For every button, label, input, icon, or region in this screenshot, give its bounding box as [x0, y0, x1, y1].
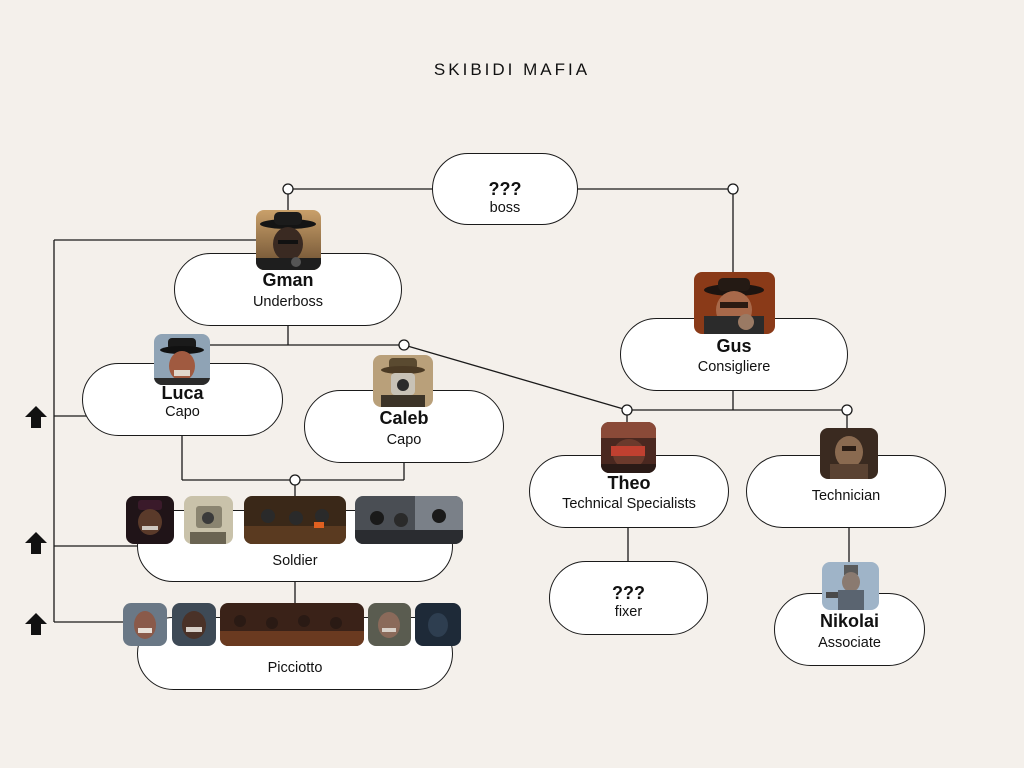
picciotto-portrait	[220, 603, 364, 646]
nikolai-name: Nikolai	[775, 611, 924, 631]
gus-role: Consigliere	[621, 358, 847, 376]
technician-portrait	[820, 428, 878, 479]
gus-name: Gus	[621, 336, 847, 356]
nikolai-portrait	[822, 562, 879, 610]
picciotto-role: Picciotto	[138, 659, 452, 677]
boss-name: ???	[433, 179, 577, 199]
gman-name: Gman	[175, 270, 401, 290]
gman-portrait	[256, 210, 321, 270]
luca-portrait	[154, 334, 210, 385]
caleb-name: Caleb	[305, 408, 503, 428]
technician-role: Technician	[747, 487, 945, 505]
picciotto-portrait	[368, 603, 411, 646]
fixer-node: ??? fixer	[549, 561, 708, 635]
theo-name: Theo	[530, 473, 728, 493]
soldier-portrait	[244, 496, 346, 544]
picciotto-portrait	[172, 603, 216, 646]
up-arrow-icon	[24, 405, 48, 429]
picciotto-portrait	[123, 603, 167, 646]
gus-portrait	[694, 272, 775, 334]
picciotto-portrait	[415, 603, 461, 646]
fixer-name: ???	[550, 583, 707, 603]
boss-role: boss	[433, 199, 577, 217]
theo-portrait	[601, 422, 656, 473]
theo-role: Technical Specialists	[530, 495, 728, 513]
caleb-portrait	[373, 355, 433, 407]
gman-role: Underboss	[175, 293, 401, 311]
fixer-role: fixer	[550, 603, 707, 621]
luca-name: Luca	[83, 383, 282, 403]
chart-title: SKIBIDI MAFIA	[0, 60, 1024, 80]
soldier-role: Soldier	[138, 552, 452, 570]
luca-role: Capo	[83, 403, 282, 421]
caleb-role: Capo	[305, 431, 503, 449]
soldier-portrait	[355, 496, 463, 544]
boss-node: ??? boss	[432, 153, 578, 225]
soldier-portrait	[126, 496, 174, 544]
up-arrow-icon	[24, 531, 48, 555]
up-arrow-icon	[24, 612, 48, 636]
soldier-portrait	[184, 496, 233, 544]
nikolai-role: Associate	[775, 634, 924, 652]
